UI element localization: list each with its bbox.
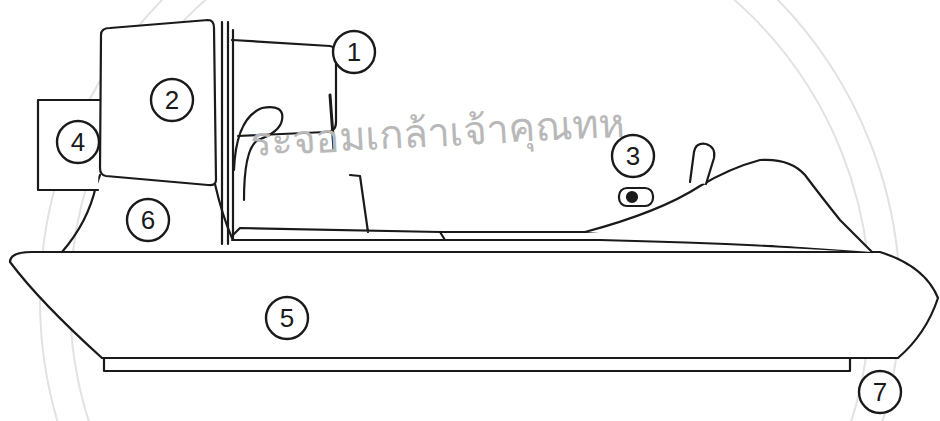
- hull: [10, 252, 938, 358]
- gauge: [619, 188, 653, 206]
- seal-watermark: [40, 0, 900, 421]
- callout-number: 4: [55, 119, 101, 165]
- callout-number: 7: [857, 369, 903, 415]
- rudder: [38, 100, 100, 190]
- callout-number: 6: [125, 197, 171, 243]
- watermark-text: ระจอมเกล้าเจ้าคุณทห: [248, 90, 626, 174]
- callout-circle: 3: [610, 133, 656, 179]
- callout-circle: 1: [331, 29, 377, 75]
- callout-number: 3: [610, 133, 656, 179]
- callout-number: 5: [264, 295, 310, 341]
- mast: [222, 22, 233, 244]
- callout-circle: 5: [264, 295, 310, 341]
- callout-circle: 6: [125, 197, 171, 243]
- callout-number: 1: [331, 29, 377, 75]
- skirt-bar: [104, 358, 850, 371]
- callout-circle: 4: [55, 119, 101, 165]
- gauge-dot: [627, 192, 637, 202]
- steering: [690, 144, 714, 184]
- fan-duct: [100, 20, 216, 185]
- callout-circle: 7: [857, 369, 903, 415]
- callout-circle: 2: [149, 77, 195, 123]
- seat: [232, 175, 600, 240]
- callout-number: 2: [149, 77, 195, 123]
